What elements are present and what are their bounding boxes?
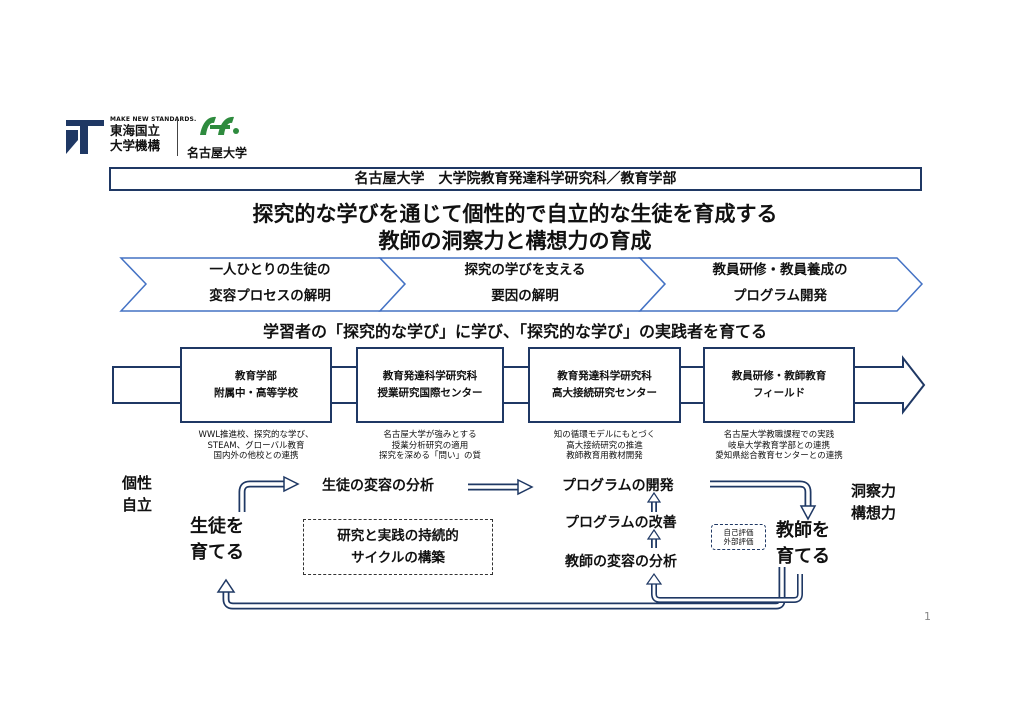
evaluation-box: 自己評価 外部評価 [711, 524, 766, 550]
institution-box-lesson-study-center: 教育発達科学研究科 授業研究国際センター [356, 347, 504, 423]
right-side-label-1: 洞察力 [851, 482, 897, 500]
institution-name: 教育発達科学研究科 [382, 370, 478, 382]
institution-name: 教育発達科学研究科 [557, 370, 652, 382]
main-title-line1: 探究的な学びを通じて個性的で自立的な生徒を育成する [252, 202, 778, 226]
grow-teachers-line2: 育てる [776, 546, 830, 567]
chevron-1-line2: 変容プロセスの解明 [209, 288, 331, 304]
institution-subname: 附属中・高等学校 [214, 387, 298, 399]
institution-box-lab-school: 教育学部 附属中・高等学校 [180, 347, 332, 423]
chevron-1-line1: 一人ひとりの生徒の [209, 262, 331, 278]
institution-subname: フィールド [752, 387, 806, 399]
program-development: プログラムの開発 [562, 478, 674, 494]
tokai-name-line2: 大学機構 [110, 138, 161, 153]
main-title-line2: 教師の洞察力と構想力の育成 [378, 229, 652, 253]
subtitle: 学習者の「探究的な学び」に学び、「探究的な学び」の実践者を育てる [262, 322, 767, 341]
logo-divider [177, 118, 178, 156]
header-box: 名古屋大学 大学院教育発達科学研究科／教育学部 [109, 167, 922, 191]
chevron-3 [638, 257, 924, 312]
institution-box-teacher-field: 教員研修・教師教育 フィールド [703, 347, 855, 423]
institution-desc-4: 名古屋大学教職課程での実践岐阜大学教育学部との連携愛知県総合教育センターとの連携 [715, 430, 843, 461]
left-side-label-1: 個性 [122, 474, 153, 492]
institution-desc-3: 知の循環モデルにもとづく高大接続研究の推進教師教育用教材開発 [553, 430, 656, 461]
tokai-tagline: MAKE NEW STANDARDS. [110, 116, 197, 123]
grow-students-line1: 生徒を [190, 516, 244, 537]
chevron-2-line2: 要因の解明 [491, 288, 559, 304]
institution-subname: 高大接続研究センター [552, 387, 657, 399]
nagoya-logo-text: 名古屋大学 [187, 146, 248, 160]
cycle-box-line2: サイクルの構築 [351, 550, 445, 566]
tokai-name-line1: 東海国立 [110, 123, 161, 138]
student-change-analysis: 生徒の変容の分析 [322, 478, 434, 494]
external-evaluation: 外部評価 [723, 537, 754, 546]
nagoya-logo-mark [200, 116, 239, 135]
institution-desc-2: 名古屋大学が強みとする授業分析研究の適用探究を深める「問い」の質 [378, 430, 481, 461]
cycle-box-line1: 研究と実践の持続的 [337, 528, 459, 544]
grow-students-line2: 育てる [190, 542, 244, 563]
institution-name: 教員研修・教師教育 [731, 370, 827, 382]
right-side-label-2: 構想力 [851, 504, 897, 522]
grow-teachers-line1: 教師を [776, 520, 830, 541]
chevron-3-line2: プログラム開発 [732, 288, 828, 304]
program-improvement: プログラムの改善 [565, 515, 677, 531]
left-side-label-2: 自立 [122, 496, 153, 514]
self-evaluation: 自己評価 [723, 528, 754, 537]
institution-name: 教育学部 [235, 370, 277, 382]
tokai-logo-mark [66, 120, 104, 154]
teacher-change-analysis: 教師の変容の分析 [565, 554, 677, 570]
sustainable-cycle-box: 研究と実践の持続的 サイクルの構築 [303, 519, 493, 575]
institution-subname: 授業研究国際センター [377, 387, 483, 399]
page-number: 1 [924, 610, 931, 623]
institution-box-high-univ-center: 教育発達科学研究科 高大接続研究センター [528, 347, 681, 423]
institution-desc-1: WWL推進校、探究的な学び、STEAM、グローバル教育国内外の他校との連携 [198, 430, 314, 461]
chevron-3-line1: 教員研修・教員養成の [712, 262, 848, 278]
chevron-2-line1: 探究の学びを支える [464, 262, 586, 278]
